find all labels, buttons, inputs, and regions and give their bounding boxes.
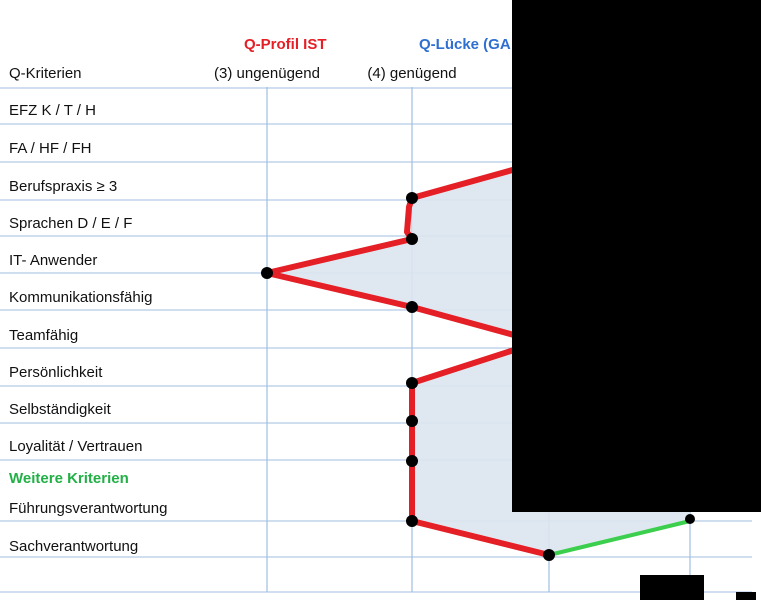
ist-point-marker	[406, 192, 418, 204]
ist-point-marker	[406, 233, 418, 245]
ist-point-marker	[406, 377, 418, 389]
criterion-label: Sprachen D / E / F	[9, 215, 132, 232]
criterion-label: Berufspraxis ≥ 3	[9, 178, 117, 195]
level-labels: (3) ungenügend (4) genügend	[214, 65, 457, 82]
level-label: (4) genügend	[367, 65, 456, 82]
criterion-label: EFZ K / T / H	[9, 102, 96, 119]
ist-point-marker	[543, 549, 555, 561]
ist-point-marker	[406, 455, 418, 467]
target-profile-line	[548, 519, 691, 557]
ist-point-marker	[406, 415, 418, 427]
legend-ist-label: Q-Profil IST	[244, 36, 327, 53]
criterion-label: Teamfähig	[9, 327, 78, 344]
redaction-block-main	[512, 0, 761, 512]
criteria-labels: EFZ K / T / H FA / HF / FH Berufspraxis ≥ …	[9, 102, 167, 555]
criterion-label: Selbständigkeit	[9, 401, 112, 418]
criterion-label: Kommunikationsfähig	[9, 289, 152, 306]
redaction-block-small	[640, 575, 704, 600]
ist-point-marker	[406, 301, 418, 313]
profile-markers	[261, 192, 695, 561]
criterion-label: Führungsverantwortung	[9, 500, 167, 517]
criteria-header: Q-Kriterien	[9, 65, 82, 82]
criterion-label: Loyalität / Vertrauen	[9, 438, 142, 455]
criterion-label: IT- Anwender	[9, 252, 97, 269]
section-label-weitere-kriterien: Weitere Kriterien	[9, 470, 129, 487]
legend-gap-label: Q-Lücke (GA	[419, 36, 511, 53]
ist-point-marker	[406, 515, 418, 527]
target-point-marker	[685, 514, 695, 524]
ist-point-marker	[261, 267, 273, 279]
criterion-label: Persönlichkeit	[9, 364, 103, 381]
ist-profile-line	[409, 347, 550, 558]
redaction-block-corner	[736, 592, 756, 600]
criterion-label: Sachverantwortung	[9, 538, 138, 555]
level-label: (3) ungenügend	[214, 65, 320, 82]
criterion-label: FA / HF / FH	[9, 140, 92, 157]
